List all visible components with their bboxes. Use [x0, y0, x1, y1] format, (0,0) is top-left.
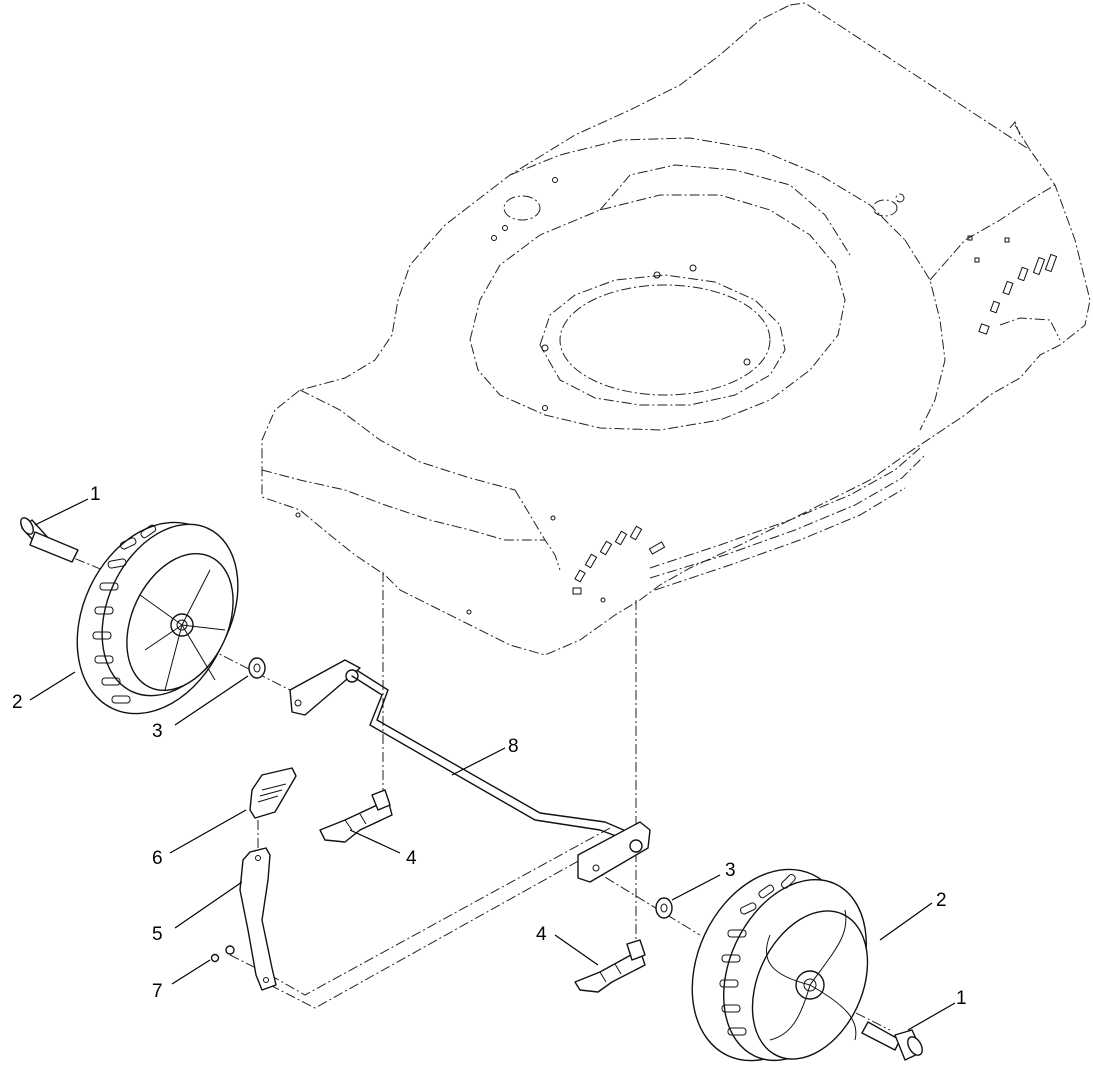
callout-6: 6 [152, 848, 163, 869]
clip-lower [574, 939, 646, 993]
screw [210, 945, 235, 963]
axle-bolt-right [861, 1021, 923, 1061]
callout-1-top: 1 [90, 484, 101, 505]
adjust-bracket [239, 847, 277, 991]
mower-deck-outline [261, 2, 1091, 656]
callout-2-right: 2 [936, 890, 947, 911]
callout-7: 7 [152, 981, 163, 1002]
leader-lines [29, 498, 956, 1031]
callout-5: 5 [152, 924, 163, 945]
callout-3-right: 3 [725, 860, 736, 881]
clip-upper [319, 789, 393, 843]
washer-left [248, 657, 266, 679]
washer-right [655, 897, 673, 919]
callout-3-left: 3 [152, 721, 163, 742]
height-label [249, 767, 297, 819]
callout-4-lower: 4 [536, 924, 547, 945]
callout-1-bottom: 1 [956, 988, 967, 1009]
callout-labels: 1 2 3 8 6 4 3 2 5 4 7 1 [12, 484, 967, 1009]
callout-4-upper: 4 [406, 848, 417, 869]
axle-bolt-left [20, 517, 79, 563]
wheel-right [691, 868, 869, 1062]
axle-assembly [289, 659, 651, 883]
callout-8: 8 [508, 736, 519, 757]
wheel-left [76, 521, 239, 715]
callout-2-left: 2 [12, 692, 23, 713]
